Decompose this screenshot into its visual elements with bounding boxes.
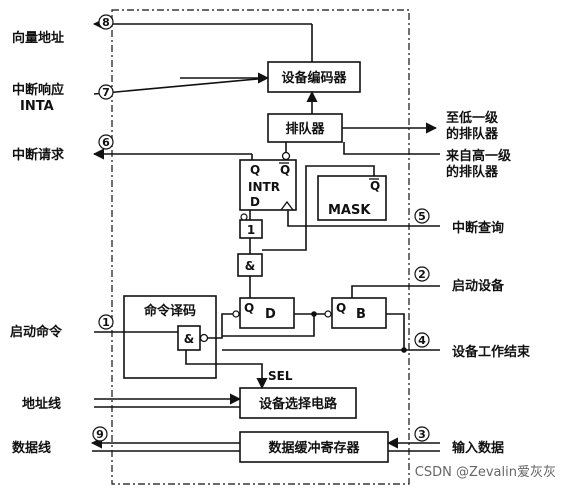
svg-text:9: 9 — [96, 428, 104, 441]
number-3: 3 — [414, 426, 430, 442]
svg-text:5: 5 — [418, 210, 426, 223]
device-encoder-label: 设备编码器 — [281, 70, 347, 86]
number-6: 6 — [98, 134, 114, 150]
input-data-label: 输入数据 — [452, 440, 504, 456]
intr-name: INTR — [248, 180, 280, 194]
number-1: 1 — [98, 314, 114, 330]
from-higher-line — [343, 142, 440, 155]
number-2: 2 — [414, 266, 430, 282]
number-8: 8 — [98, 14, 114, 30]
b-flipflop — [331, 297, 387, 329]
svg-text:7: 7 — [102, 86, 110, 99]
queue-label: 排队器 — [285, 121, 325, 137]
mask-to-and-line — [262, 165, 375, 251]
svg-text:2: 2 — [418, 268, 426, 281]
inta-label-1: 中断响应 — [12, 82, 64, 98]
and-gate-mid-label: & — [245, 259, 255, 273]
intr-q: Q — [250, 163, 260, 177]
or-gate — [239, 219, 263, 239]
intr-qbar: Q — [280, 163, 290, 177]
device-select-box — [239, 387, 357, 419]
watermark: CSDN @Zevalin爱灰灰 — [415, 465, 556, 480]
or-gate-label: 1 — [247, 223, 255, 237]
address-bus-label: 地址线 — [22, 396, 61, 412]
decoder-to-d — [208, 313, 240, 339]
mask-q: Q — [370, 179, 380, 193]
number-9: 9 — [92, 426, 108, 442]
from-higher-label-2: 的排队器 — [446, 164, 499, 180]
number-7: 7 — [98, 84, 114, 100]
int-query-label: 中断查询 — [452, 220, 504, 236]
start-command-label: 启动命令 — [10, 324, 63, 340]
svg-text:8: 8 — [102, 16, 110, 29]
interface-boundary — [111, 9, 410, 485]
d-flipflop — [239, 297, 295, 329]
intr-clock — [280, 200, 294, 211]
vector-address-label: 向量地址 — [12, 30, 64, 46]
inta-line — [93, 77, 269, 95]
start-device-label: 启动设备 — [452, 278, 505, 294]
data-bus-label: 数据线 — [12, 440, 51, 456]
b-out-up — [386, 313, 405, 350]
int-query-line — [287, 210, 440, 227]
intr-d: D — [250, 195, 260, 209]
d-ff-q: Q — [244, 301, 254, 315]
svg-text:3: 3 — [418, 428, 426, 441]
decoder-out-bubble — [199, 333, 209, 343]
b-feedback — [222, 314, 315, 337]
sel-label: SEL — [268, 369, 293, 383]
command-decoder-label: 命令译码 — [143, 303, 196, 319]
data-buffer-box — [239, 431, 389, 463]
number-5: 5 — [414, 208, 430, 224]
int-request-label: 中断请求 — [12, 147, 65, 163]
number-4: 4 — [414, 332, 430, 348]
device-select-label: 设备选择电路 — [259, 396, 338, 412]
and-gate-decoder-label: & — [184, 332, 194, 346]
b-ff-q: Q — [336, 301, 346, 315]
b-ff-name: B — [356, 307, 366, 322]
sel-line — [185, 350, 268, 390]
d-ff-name: D — [265, 307, 276, 322]
to-lower-label-2: 的排队器 — [446, 126, 499, 142]
device-done-junction — [401, 347, 407, 353]
data-buffer-label: 数据缓冲寄存器 — [268, 440, 360, 456]
to-lower-label-1: 至低一级 — [446, 110, 499, 126]
intr-qbar-bubble — [281, 151, 291, 161]
svg-text:4: 4 — [418, 334, 426, 347]
from-higher-label-1: 来自高一级 — [445, 148, 512, 164]
inta-label-2: INTA — [20, 99, 54, 114]
svg-text:1: 1 — [102, 316, 110, 329]
svg-text:6: 6 — [102, 136, 110, 149]
b-in-bubble — [324, 310, 332, 318]
mask-name: MASK — [328, 203, 371, 218]
d-in-bubble — [232, 310, 240, 318]
start-device-line — [351, 285, 440, 298]
device-done-label: 设备工作结束 — [452, 344, 531, 360]
mask-flipflop — [317, 175, 387, 221]
or-input-bubble — [240, 213, 248, 221]
